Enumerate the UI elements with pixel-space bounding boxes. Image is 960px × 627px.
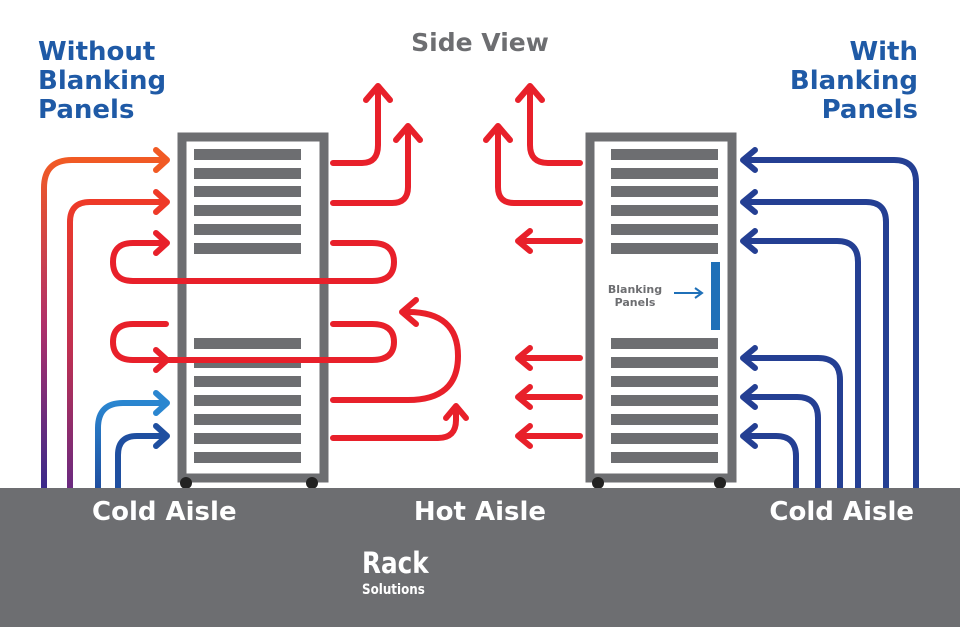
right-intake-arrows — [740, 147, 919, 491]
left-recirc-arrows — [110, 230, 469, 441]
floor — [0, 488, 960, 627]
rack-solutions-logo: Rack Solutions — [362, 548, 612, 612]
right-rack — [585, 132, 737, 489]
right-rack-servers-top — [611, 149, 718, 254]
caster-icon — [306, 477, 318, 489]
caster-icon — [592, 477, 604, 489]
left-intake-arrows — [41, 147, 170, 491]
left-rack — [177, 132, 329, 489]
cold-aisle-right-label: Cold Aisle — [769, 497, 914, 527]
blanking-panel — [711, 262, 720, 330]
with-blanking-panels-label: With Blanking Panels — [789, 37, 918, 125]
left-rack-servers-top — [194, 149, 301, 254]
logo-word-solutions: Solutions — [362, 582, 425, 598]
left-rack-servers-bottom — [194, 338, 301, 463]
left-exhaust-arrows — [330, 83, 423, 206]
cold-aisle-left-label: Cold Aisle — [92, 497, 237, 527]
caster-icon — [180, 477, 192, 489]
diagram-title: Side View — [411, 28, 549, 57]
without-blanking-panels-label: Without Blanking Panels — [38, 37, 167, 125]
logo-word-rack: Rack — [362, 546, 429, 580]
hot-aisle-label: Hot Aisle — [413, 497, 547, 527]
right-rack-servers-bottom — [611, 338, 718, 463]
caster-icon — [714, 477, 726, 489]
blanking-panels-callout: Blanking Panels — [607, 283, 663, 309]
right-exhaust-arrows — [483, 83, 583, 449]
